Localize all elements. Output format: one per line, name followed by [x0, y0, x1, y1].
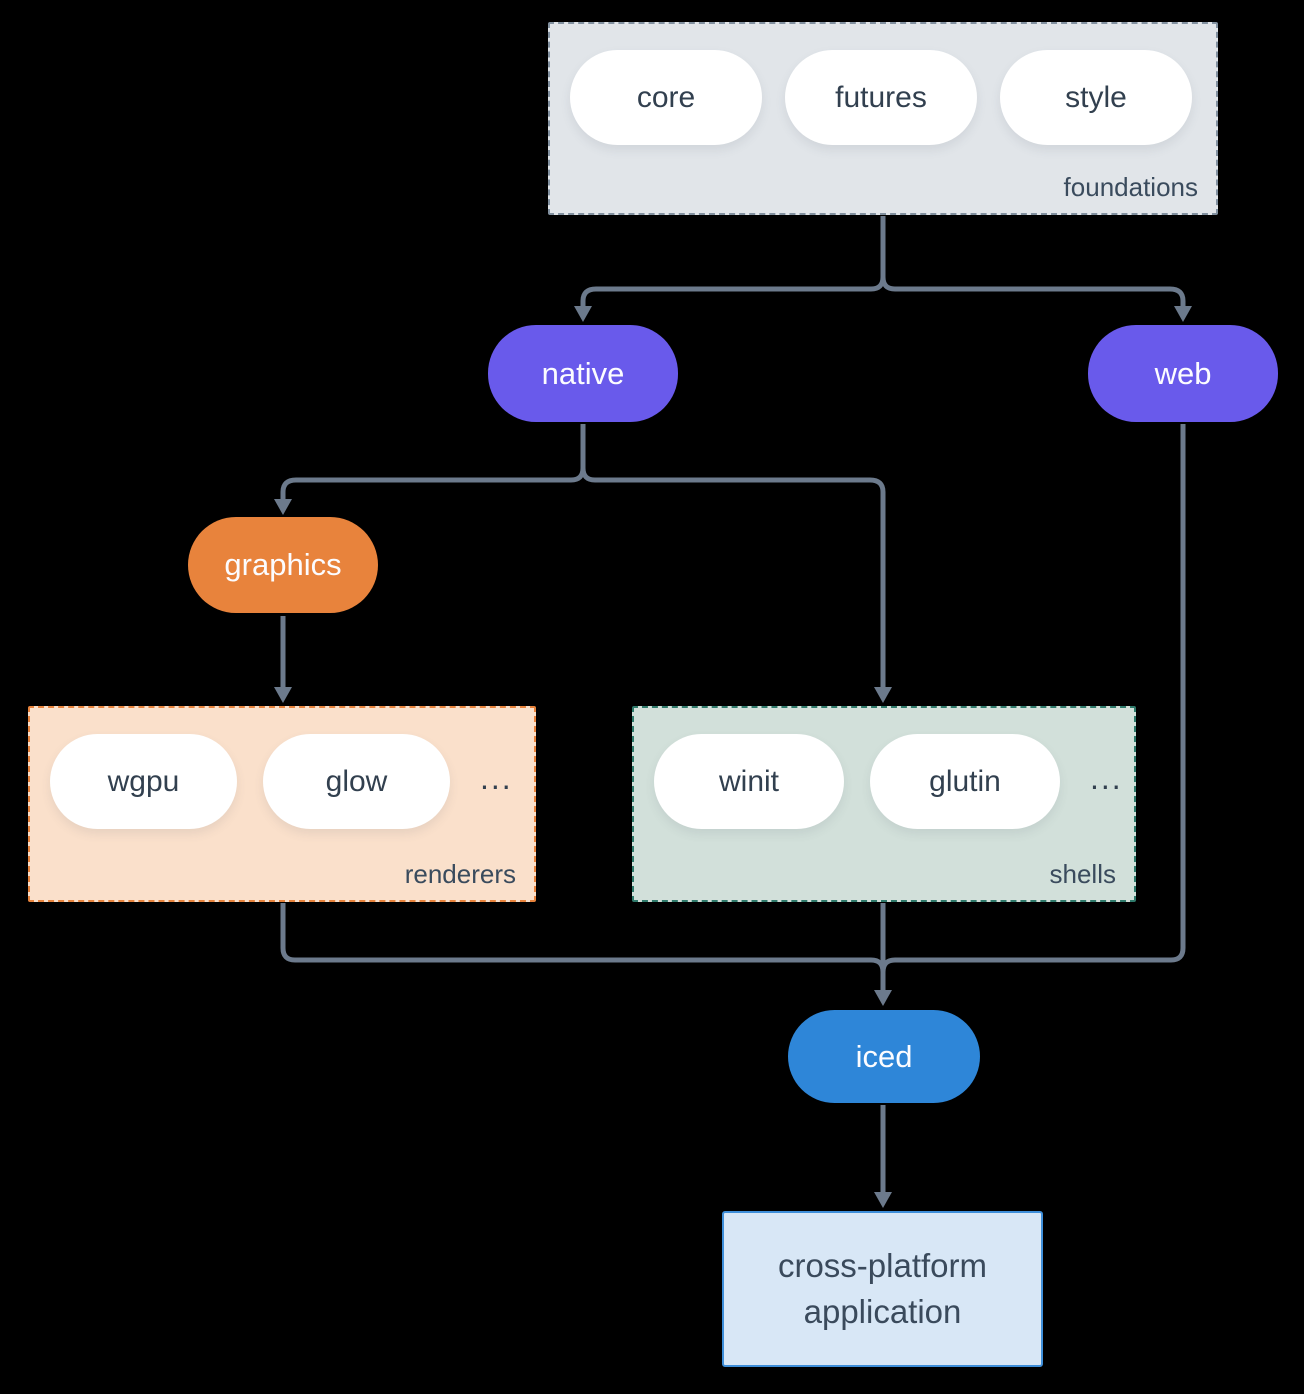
arrowhead-renderers	[274, 687, 292, 703]
edge-native-shells	[580, 467, 886, 688]
application-box: cross-platform application	[722, 1211, 1043, 1367]
shells-pill-row: winit glutin ...	[634, 734, 1123, 829]
graphics-node: graphics	[188, 517, 378, 613]
edge-renderers-iced	[280, 903, 886, 973]
arrowhead-web	[1174, 306, 1192, 322]
arrowhead-shells	[874, 687, 892, 703]
iced-node: iced	[788, 1010, 980, 1103]
web-node: web	[1088, 325, 1278, 422]
glutin-pill: glutin	[870, 734, 1060, 829]
edge-foundations-web	[880, 276, 1186, 307]
arrowhead-native	[574, 306, 592, 322]
shells-label: shells	[1049, 859, 1116, 889]
application-line-1: cross-platform	[777, 1247, 988, 1284]
application-line-2: application	[803, 1293, 962, 1330]
glow-pill: glow	[263, 734, 450, 829]
winit-pill: winit	[654, 734, 844, 829]
edge-foundations-native	[580, 216, 886, 307]
foundations-pill-row: core futures style	[550, 50, 1192, 145]
shells-group: winit glutin ... shells	[632, 706, 1136, 902]
renderers-label: renderers	[404, 859, 516, 889]
arrowhead-graphics	[274, 499, 292, 515]
core-pill: core	[570, 50, 762, 145]
arrowhead-iced	[874, 990, 892, 1006]
arrowhead-application	[874, 1192, 892, 1208]
wgpu-pill: wgpu	[50, 734, 237, 829]
native-node: native	[488, 325, 678, 422]
foundations-group: core futures style foundations	[548, 22, 1218, 215]
shells-ellipsis: ...	[1090, 760, 1123, 796]
renderers-group: wgpu glow ... renderers	[28, 706, 536, 902]
renderers-ellipsis: ...	[480, 760, 513, 796]
foundations-label: foundations	[1063, 172, 1198, 202]
edge-native-graphics	[280, 424, 586, 500]
style-pill: style	[1000, 50, 1192, 145]
futures-pill: futures	[785, 50, 977, 145]
renderers-pill-row: wgpu glow ...	[30, 734, 513, 829]
